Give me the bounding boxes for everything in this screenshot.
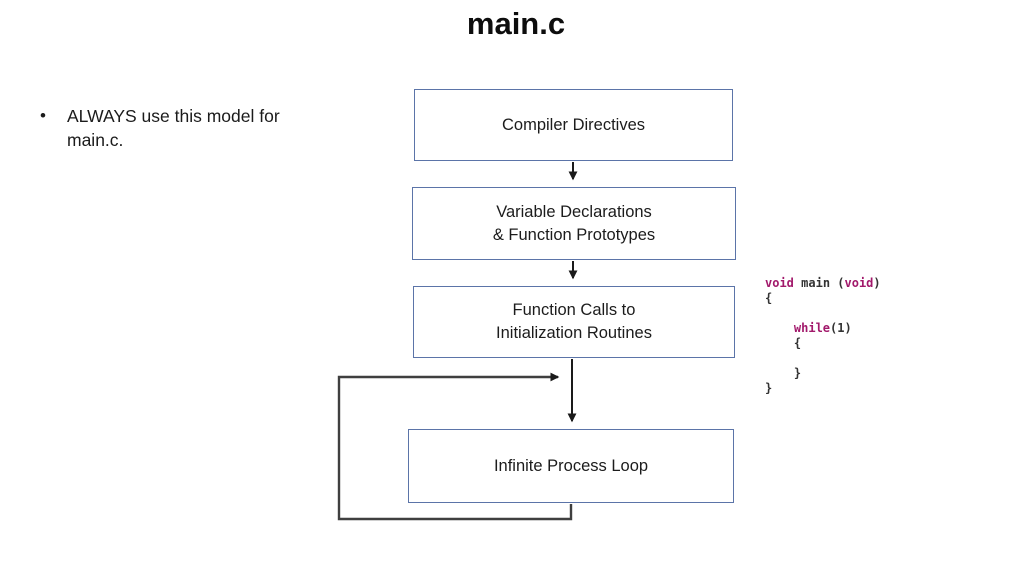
bullet-item: • ALWAYS use this model for main.c. bbox=[40, 104, 300, 152]
bullet-marker: • bbox=[40, 106, 46, 125]
code-line bbox=[765, 306, 881, 321]
flow-box-function-calls: Function Calls to Initialization Routine… bbox=[413, 286, 735, 358]
flow-box-compiler-directives: Compiler Directives bbox=[414, 89, 733, 161]
box-label: & Function Prototypes bbox=[492, 225, 656, 244]
box-label: Function Calls to bbox=[512, 301, 636, 319]
code-line: while(1) bbox=[793, 321, 852, 335]
code-line: { bbox=[765, 336, 802, 350]
slide-title: main.c bbox=[466, 6, 566, 41]
flow-box-infinite-process-loop: Infinite Process Loop bbox=[408, 429, 734, 503]
box-label: Initialization Routines bbox=[496, 324, 652, 342]
code-line: { bbox=[765, 291, 773, 305]
flow-box-variable-declarations: Variable Declarations & Function Prototy… bbox=[412, 187, 736, 260]
box-label: Variable Declarations bbox=[496, 202, 652, 221]
box-label: Compiler Directives bbox=[501, 115, 646, 134]
box-label: Infinite Process Loop bbox=[493, 456, 649, 475]
bullet-text: ALWAYS use this model for main.c. bbox=[67, 106, 280, 150]
code-line bbox=[765, 351, 881, 366]
code-snippet: void main (void){ while(1) { }} bbox=[765, 276, 881, 396]
code-line: } bbox=[765, 366, 802, 380]
code-line: } bbox=[765, 381, 773, 395]
code-line: void main (void) bbox=[765, 276, 881, 290]
